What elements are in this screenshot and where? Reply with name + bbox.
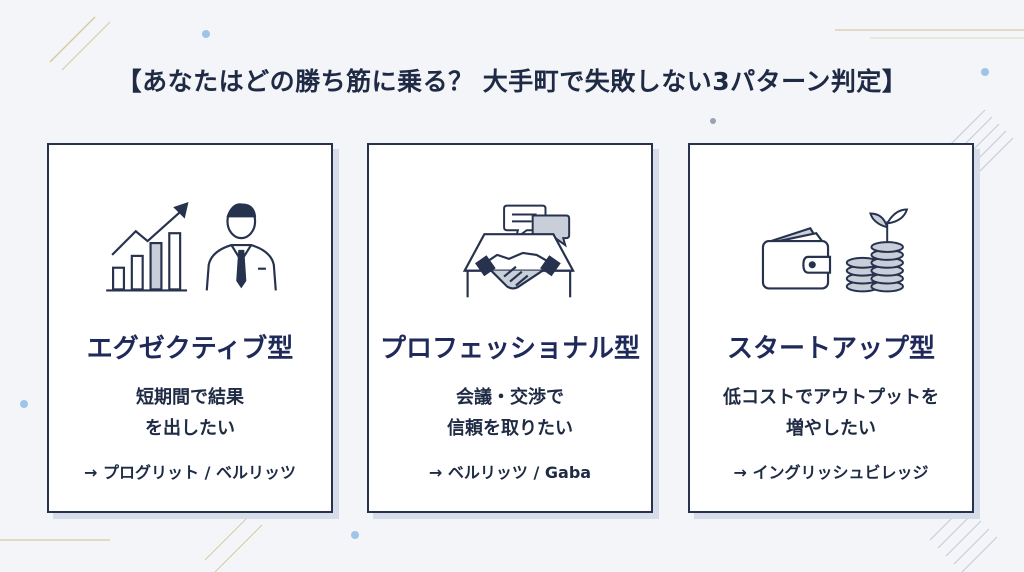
card-title: プロフェッショナル型 (379, 334, 640, 364)
page-title: 【あなたはどの勝ち筋に乗る？ 大手町で失敗しない3パターン判定】 (116, 67, 908, 96)
card-description: 会議・交渉で 信頼を取りたい (369, 382, 651, 444)
businessman-icon (205, 203, 277, 291)
card-description-line: 低コストでアウトプットを (723, 387, 939, 408)
card-description: 短期間で結果 を出したい (49, 382, 331, 444)
card-recommendation: → ベルリッツ / Gaba (428, 463, 592, 482)
card-title: エグゼクティブ型 (86, 334, 294, 364)
card-title: スタートアップ型 (726, 334, 935, 364)
handshake-table-icon (462, 233, 575, 298)
card-description-line: 会議・交渉で (456, 387, 564, 408)
card-professional: プロフェッショナル型 会議・交渉で 信頼を取りたい → ベルリッツ / Gaba (367, 143, 653, 513)
card-recommendation: → プログリット / ベルリッツ (84, 463, 296, 482)
card-professional-illustration (462, 204, 575, 298)
card-startup: スタートアップ型 低コストでアウトプットを 増やしたい → イングリッシュビレッ… (688, 143, 974, 513)
wallet-icon (761, 226, 832, 290)
card-executive-illustration (106, 201, 277, 292)
card-description: 低コストでアウトプットを 増やしたい (690, 382, 972, 444)
growth-chart-icon (106, 201, 189, 292)
card-startup-illustration (761, 208, 909, 293)
card-description-line: 増やしたい (786, 418, 876, 439)
card-recommendation: → イングリッシュビレッジ (733, 463, 929, 482)
card-description-line: 短期間で結果 (136, 387, 244, 408)
coins-sprout-icon (845, 208, 909, 293)
card-description-line: を出したい (145, 418, 235, 439)
card-executive: エグゼクティブ型 短期間で結果 を出したい → プログリット / ベルリッツ (47, 143, 333, 513)
card-description-line: 信頼を取りたい (447, 418, 573, 439)
